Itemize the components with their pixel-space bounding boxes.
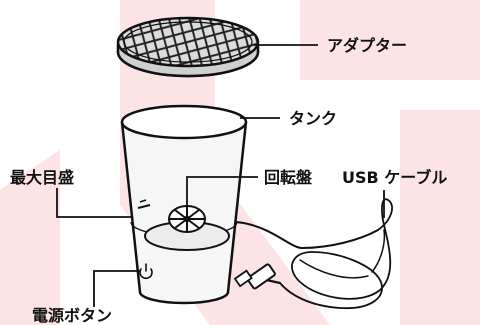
power-button-label: 電源ボタン xyxy=(32,306,112,325)
tank-label: タンク xyxy=(289,109,337,128)
max-level-label: 最大目盛 xyxy=(10,168,74,187)
rotating-disc xyxy=(144,205,230,251)
rotating-disc-label: 回転盤 xyxy=(264,168,313,187)
max-level-mark xyxy=(137,204,151,209)
power-icon[interactable] xyxy=(139,263,153,280)
usb-cable xyxy=(235,198,393,309)
adapter-label: アダプター xyxy=(327,36,407,55)
usb-cable-label: USB ケーブル xyxy=(342,168,447,187)
leader-lines xyxy=(56,44,385,307)
adapter xyxy=(116,16,260,78)
usb-plug xyxy=(233,263,276,290)
